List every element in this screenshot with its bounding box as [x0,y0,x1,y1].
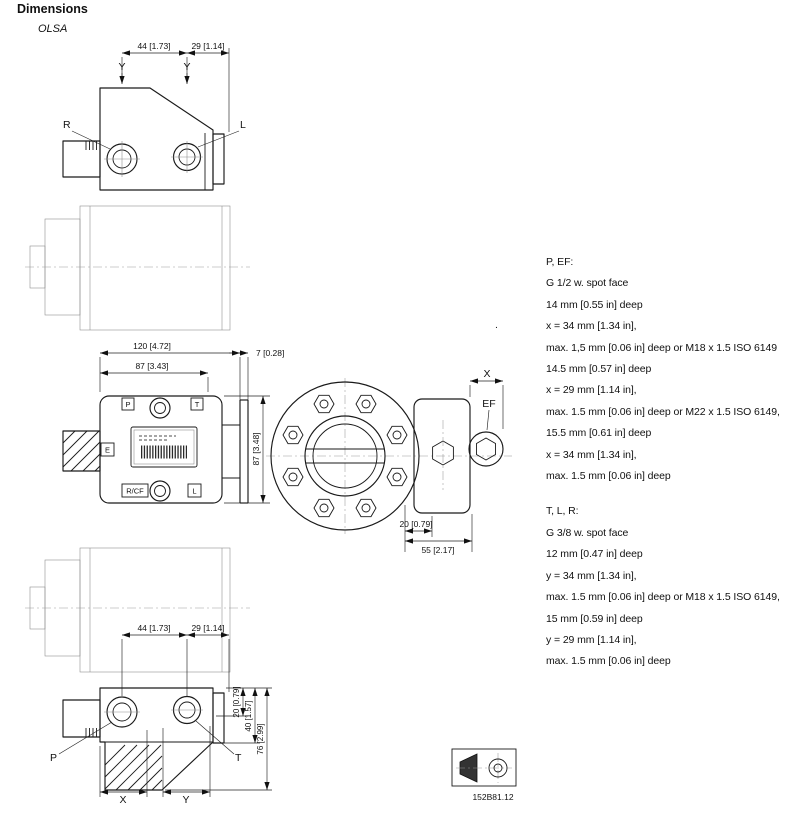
shaft-stub-front [62,430,101,472]
shaft-stub [62,140,101,178]
flange-bolts [282,394,408,518]
projection-symbol [451,748,517,787]
note-line: x = 34 mm [1.34 in], [546,320,637,333]
note-line: G 3/8 w. spot face [546,526,629,539]
note-block-p-ef: P, EF: G 1/2 w. spot face 14 mm [0.55 in… [546,252,780,487]
note-line: 12 mm [0.47 in] deep [546,548,643,561]
dim-44-bottom: 44 [1.73] [137,623,170,633]
dim-87-width: 87 [3.43] [135,361,168,371]
dim-55-flange: 55 [2.17] [421,545,454,555]
flange-view-drawing: EF X 20 [0.79] 55 [2.17] [266,368,512,555]
note-line: max. 1.5 mm [0.06 in] deep or M18 x 1.5 … [546,591,780,604]
top-view-drawing: 44 [1.73] 29 [1.14] Y Y R L [62,41,246,191]
dim-x-label: X [483,368,490,380]
note-line: x = 34 mm [1.34 in], [546,448,637,461]
section-y-right-label: Y [183,61,190,73]
name-plate [130,426,198,468]
flange-outer-circle [270,381,420,531]
section-y-left-label: Y [118,61,125,73]
note-line: max. 1.5 mm [0.06 in] deep [546,655,671,668]
dim-y-bottom-label: Y [182,794,189,806]
drawing-number: 152B81.12 [472,792,513,802]
dim-40-depth: 40 [1.57] [244,700,253,731]
port-p-label: P [50,752,57,764]
port-t-box-label: T [195,400,200,409]
stray-period-mark: . [495,319,498,331]
dim-20-depth: 20 [0.79] [232,686,241,717]
dim-44-top: 44 [1.73] [137,41,170,51]
port-notes: P, EF: G 1/2 w. spot face 14 mm [0.55 in… [546,252,780,673]
port-ef-circle [468,431,504,467]
cone-front-glyph [488,758,508,778]
dim-29-top: 29 [1.14] [191,41,224,51]
note-line: 14.5 mm [0.57 in] deep [546,363,652,376]
note-line: G 1/2 w. spot face [546,277,629,290]
note-line: y = 29 mm [1.14 in], [546,633,637,646]
note-line: x = 29 mm [1.14 in], [546,384,637,397]
bottom-body-outline [99,687,214,791]
front-view-drawing: 120 [4.72] 87 [3.43] 7 [0.28] 87 [3.48] … [62,341,284,504]
shaft-stub-bottom [62,699,101,738]
note-line: 15.5 mm [0.61 in] deep [546,427,652,440]
note-block-t-l-r: T, L, R: G 3/8 w. spot face 12 mm [0.47 … [546,501,780,672]
port-e-box-label: E [105,446,110,455]
note-heading-t-l-r: T, L, R: [546,505,579,518]
ghost-profile-top [25,205,250,331]
dim-87-height: 87 [3.48] [251,432,261,465]
port-rcf-box-label: R/CF [126,487,144,496]
port-ef-label: EF [482,398,495,410]
dim-7-plate: 7 [0.28] [256,348,284,358]
port-l-label: L [240,119,246,131]
dim-x-bottom-label: X [119,794,126,806]
note-line: 15 mm [0.59 in] deep [546,612,643,625]
note-heading-p-ef: P, EF: [546,256,574,268]
side-plate-bottom [212,692,225,744]
port-l-box-label: L [192,487,196,496]
page-subtitle: OLSA [38,23,68,35]
dim-120: 120 [4.72] [133,341,171,351]
note-line: max. 1.5 mm [0.06 in] deep [546,470,671,483]
page-title: Dimensions [17,2,88,16]
bottom-view-drawing: 44 [1.73] 29 [1.14] [50,623,272,806]
note-line: y = 34 mm [1.34 in], [546,569,637,582]
note-line: max. 1.5 mm [0.06 in] deep or M22 x 1.5 … [546,405,780,418]
dim-29-bottom: 29 [1.14] [191,623,224,633]
dim-20-flange: 20 [0.79] [399,519,432,529]
port-r-label: R [63,119,71,131]
side-plate [212,133,225,185]
dim-76-depth: 76 [2.99] [256,723,265,754]
ghost-profile-bottom [25,547,250,673]
port-p-box-label: P [125,400,130,409]
note-line: max. 1,5 mm [0.06 in] deep or M18 x 1.5 … [546,341,777,354]
note-line: 14 mm [0.55 in] deep [546,298,643,311]
port-t-label: T [235,752,242,764]
valve-body-outline [99,87,214,191]
